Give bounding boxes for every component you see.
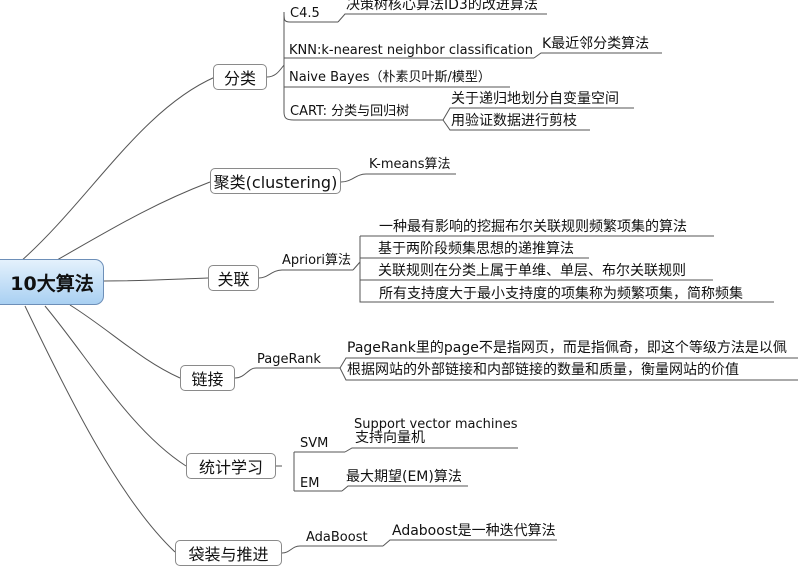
note-apriori-3: 关联规则在分类上属于单维、单层、布尔关联规则 [378, 263, 686, 279]
branch-bagging-boosting[interactable]: 袋装与推进 [175, 540, 282, 566]
note-apriori-1: 一种最有影响的挖掘布尔关联规则频繁项集的算法 [379, 219, 687, 235]
branch-link[interactable]: 链接 [180, 365, 235, 391]
note-apriori-2: 基于两阶段频集思想的递推算法 [378, 241, 574, 257]
note-em: 最大期望(EM)算法 [346, 469, 462, 485]
node-pagerank[interactable]: PageRank [257, 352, 321, 367]
note-cart-2: 用验证数据进行剪枝 [451, 113, 577, 129]
node-cart[interactable]: CART: 分类与回归树 [290, 104, 410, 119]
node-svm[interactable]: SVM [300, 436, 329, 451]
note-cart-1: 关于递归地划分自变量空间 [451, 91, 619, 107]
node-knn[interactable]: KNN:k-nearest neighbor classification [289, 43, 533, 58]
note-pagerank-2: 根据网站的外部链接和内部链接的数量和质量，衡量网站的价值 [347, 362, 739, 378]
node-adaboost[interactable]: AdaBoost [306, 530, 368, 545]
branch-clustering[interactable]: 聚类(clustering) [210, 168, 341, 194]
node-apriori[interactable]: Apriori算法 [282, 253, 352, 268]
note-svm-2: 支持向量机 [355, 430, 425, 446]
node-naive-bayes[interactable]: Naive Bayes（朴素贝叶斯/模型） [289, 70, 491, 85]
note-adaboost: Adaboost是一种迭代算法 [392, 523, 556, 539]
node-kmeans[interactable]: K-means算法 [369, 157, 451, 172]
branch-statistical-learning[interactable]: 统计学习 [186, 453, 276, 479]
branch-association[interactable]: 关联 [208, 265, 259, 291]
branch-classification[interactable]: 分类 [213, 64, 267, 90]
note-pagerank-1: PageRank里的page不是指网页，而是指佩奇，即这个等级方法是以佩 [347, 340, 787, 356]
note-apriori-4: 所有支持度大于最小支持度的项集称为频繁项集，简称频集 [379, 286, 743, 302]
note-svm-1: Support vector machines [354, 417, 518, 432]
node-em[interactable]: EM [300, 476, 320, 491]
root-node[interactable]: 10大算法 [0, 259, 104, 305]
note-knn: K最近邻分类算法 [542, 36, 650, 52]
node-c45[interactable]: C4.5 [290, 6, 320, 21]
note-c45: 决策树核心算法ID3的改进算法 [346, 0, 538, 13]
